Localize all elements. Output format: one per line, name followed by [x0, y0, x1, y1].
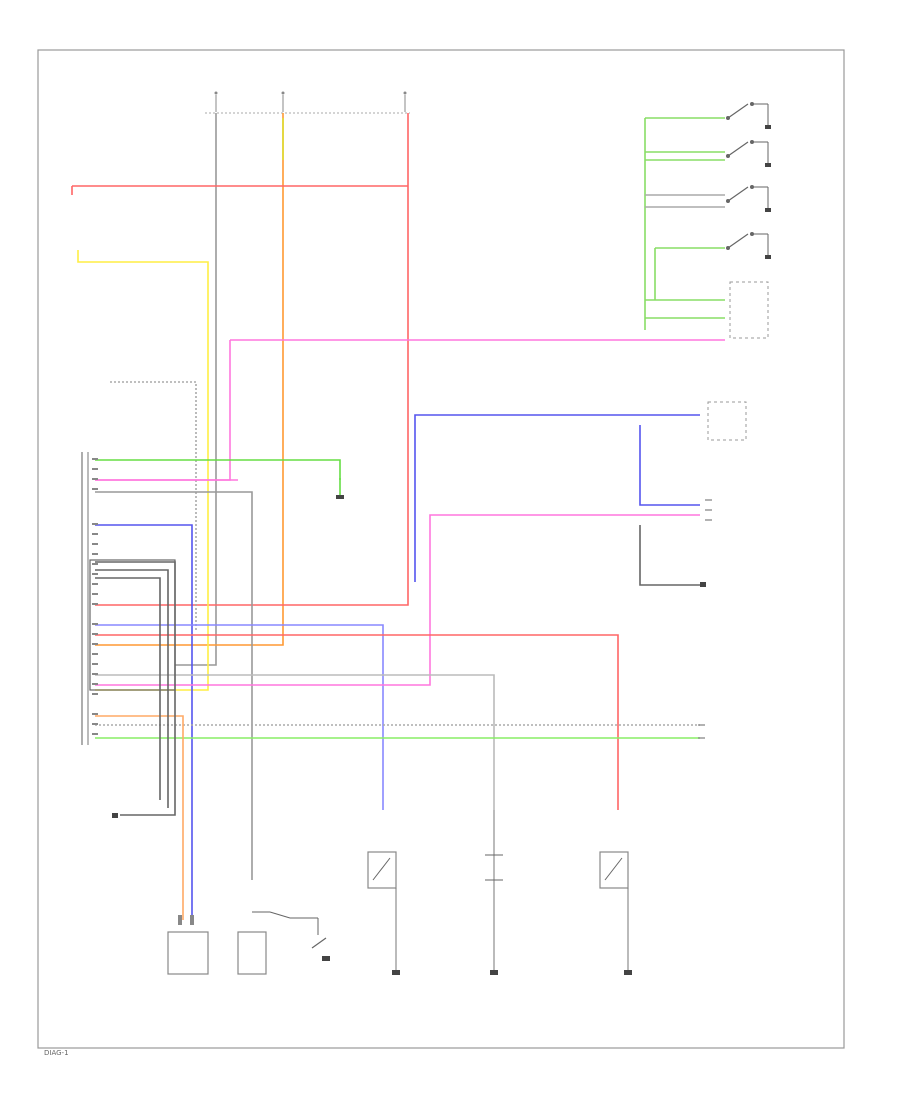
diagram-frame: [37, 49, 845, 1049]
wire-blue-right: [639, 425, 700, 506]
control-module-connector: [81, 452, 176, 745]
ground-icon-mid: [336, 478, 344, 499]
switch-bank: [726, 102, 771, 339]
fuse-bus: [205, 91, 410, 114]
wire-pink-lower: [95, 514, 700, 686]
wires: [71, 113, 725, 920]
wire-dark-2: [95, 569, 169, 808]
wire-orange-lower: [95, 715, 184, 920]
switch-icon-bottom: [252, 911, 330, 961]
connector-icon: [89, 559, 176, 691]
connector-icon-right: [705, 499, 712, 521]
wire-blue-top: [414, 414, 700, 582]
fuse-icon-1: [214, 91, 218, 112]
wire-red-right: [95, 634, 619, 810]
wire-gray-2: [95, 491, 253, 880]
switch-icon-1: [726, 102, 771, 129]
component-box-1: [707, 401, 747, 441]
connector-icon-lower-right: [698, 724, 705, 739]
wire-blue-mid: [95, 624, 384, 810]
wire-dark-1: [95, 561, 176, 816]
connector-pin-2: [190, 915, 194, 925]
connector-pin-1: [178, 915, 182, 925]
wire-red-fuse3: [95, 113, 409, 606]
lamp-box: [237, 931, 267, 975]
switch-icon-3: [726, 185, 771, 212]
fuse-icon-3: [403, 91, 407, 112]
footer-code: DIAG-1: [44, 1049, 69, 1057]
sensor-box-left: [167, 931, 209, 975]
wire-gray-dashed: [110, 381, 197, 630]
switch-icon-2: [726, 140, 771, 167]
wire-dark-3: [95, 577, 161, 800]
wire-green: [95, 459, 341, 480]
wire-gray-fuse1: [175, 113, 217, 666]
wire-blue: [95, 524, 193, 920]
wire-dark-right: [639, 525, 700, 586]
wire-orange-fuse2: [95, 113, 284, 646]
ground-icon-right: [700, 582, 706, 587]
switch-icon-bottom-2: [367, 851, 400, 975]
wire-gray-right: [95, 674, 495, 810]
fuse-icon-2: [281, 91, 285, 112]
switch-icon-4: [726, 232, 771, 259]
ground-icon-left: [112, 813, 118, 818]
module-box-right: [729, 281, 769, 339]
bulb-icon: [485, 810, 503, 975]
switch-icon-bottom-3: [599, 851, 632, 975]
wire-pink-left: [95, 340, 231, 481]
